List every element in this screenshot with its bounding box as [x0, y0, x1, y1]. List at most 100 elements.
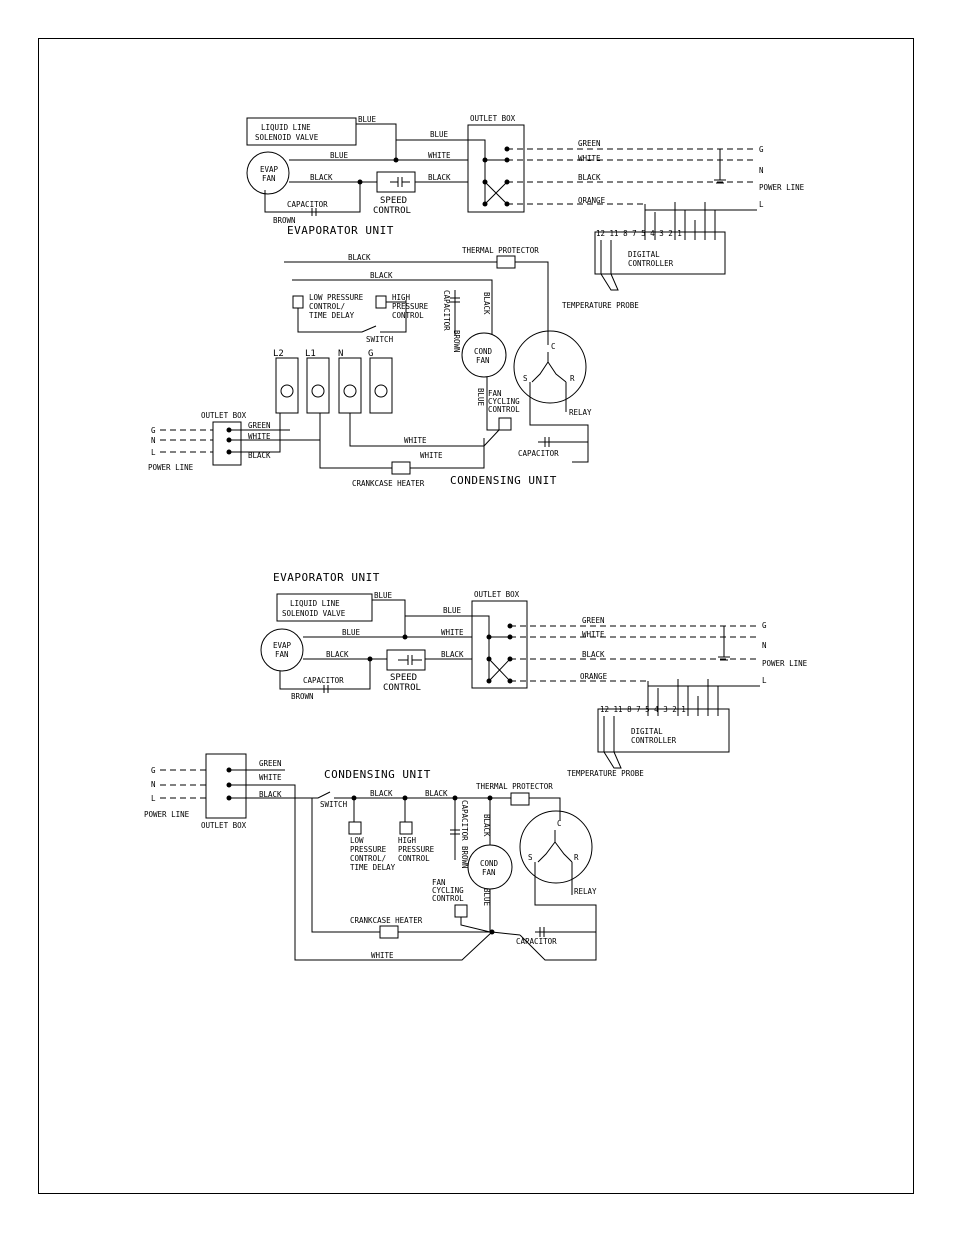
wire-outlet-to-unit-2: [229, 769, 493, 961]
power-n-label-2a: N: [762, 641, 767, 650]
low-pressure-label-2b: PRESSURE: [350, 845, 387, 854]
compressor-r-label-1: R: [570, 374, 575, 383]
wire-crankcase-heater-2: [311, 798, 492, 933]
wire-label-black-3: BLACK: [578, 173, 601, 182]
high-pressure-label-2b: PRESSURE: [398, 845, 435, 854]
page-border: [38, 38, 914, 1194]
wire-label-black-2: BLACK: [428, 173, 451, 182]
cond-fan-label-1a: COND: [474, 347, 493, 356]
thermal-protector-icon-2: [510, 792, 530, 806]
controller-label-1b: CONTROLLER: [628, 259, 674, 268]
wire-pressure-controls-2: [353, 798, 406, 822]
crankcase-heater-label-2: CRANKCASE HEATER: [350, 916, 423, 925]
wire-label-orange-1: ORANGE: [578, 196, 606, 205]
outlet-box-label-1: OUTLET BOX: [470, 114, 516, 123]
power-g-label-2a: G: [762, 621, 767, 630]
power-g-label: G: [759, 145, 764, 154]
evap-capacitor-icon-2: [323, 685, 329, 693]
solenoid-label-2: SOLENOID VALVE: [255, 133, 319, 142]
wire-switch-1: [297, 300, 407, 333]
low-pressure-label-2a: LOW: [350, 836, 364, 845]
cond-capacitor-icon-2: [450, 798, 460, 860]
outlet-box-evap: [467, 124, 525, 213]
wire-label-black-2b: BLACK: [441, 650, 464, 659]
relay-label-1: RELAY: [569, 408, 592, 417]
power-g-label-2: G: [151, 426, 156, 435]
wire-label-brown-1: BROWN: [273, 216, 296, 225]
outlet-internal-wiring-1: [468, 139, 508, 206]
wire-label-white-1: WHITE: [428, 151, 451, 160]
wire-label-black-6: BLACK: [482, 292, 491, 315]
wire-label-blue-2: BLUE: [430, 130, 449, 139]
compressor-r-label-2: R: [574, 853, 579, 862]
fan-cycling-label-1c: CONTROL: [488, 405, 520, 414]
controller-leads-2: [647, 679, 719, 716]
wire-label-black-5: BLACK: [370, 271, 393, 280]
wire-blue-solenoid: [356, 123, 397, 160]
low-pressure-label-1a: LOW PRESSURE: [309, 293, 364, 302]
switch-label-2: SWITCH: [320, 800, 348, 809]
controller-label-2b: CONTROLLER: [631, 736, 677, 745]
controller-label-1a: DIGITAL: [628, 250, 660, 259]
low-pressure-label-2c: CONTROL/: [350, 854, 386, 863]
switch-label-1: SWITCH: [366, 335, 394, 344]
wire-label-capacitor-3: CAPACITOR: [518, 449, 559, 458]
evap-fan-label-2b: FAN: [275, 650, 289, 659]
controller-label-2a: DIGITAL: [631, 727, 663, 736]
fan-cycling-control-icon-1: [498, 417, 512, 431]
wire-label-blue-3: BLUE: [330, 151, 349, 160]
power-n-label-2b: N: [151, 780, 156, 789]
condensing-unit-title-1: CONDENSING UNIT: [450, 474, 557, 487]
temperature-probe-icon-2: [603, 716, 622, 769]
controller-terminals-2: 12 11 8 7 5 4 3 2 1: [600, 705, 686, 714]
wire-label-black-2f: BLACK: [425, 789, 448, 798]
cond-fan-label-2a: COND: [480, 859, 499, 868]
ground-icon-1: [714, 149, 726, 184]
cond-fan-label-1b: FAN: [476, 356, 490, 365]
digital-controller-box-1: [594, 231, 726, 275]
run-capacitor-icon-2: [491, 927, 596, 937]
outlet-box-evap-2: [471, 600, 528, 689]
low-pressure-label-1b: CONTROL/: [309, 302, 345, 311]
wire-label-brown-2: BROWN: [452, 330, 461, 353]
wire-capacitor-loop-2: [279, 659, 371, 690]
ground-icon-2: [718, 626, 730, 661]
wire-label-green-1: GREEN: [578, 139, 601, 148]
high-pressure-label-2c: CONTROL: [398, 854, 430, 863]
wire-power-cond-1: [160, 429, 213, 453]
wire-label-white-4: WHITE: [404, 436, 427, 445]
speed-control-box-2: [386, 649, 426, 671]
high-pressure-label-1c: CONTROL: [392, 311, 424, 320]
wire-label-blue-2d: BLUE: [482, 888, 491, 907]
wire-label-black-2e: BLACK: [370, 789, 393, 798]
low-pressure-label-2d: TIME DELAY: [350, 863, 396, 872]
outlet-box-cond-2: [205, 753, 247, 819]
power-n-label: N: [759, 166, 764, 175]
wire-label-black-2c: BLACK: [582, 650, 605, 659]
power-line-label-2: POWER LINE: [148, 463, 194, 472]
wire-label-green-2: GREEN: [248, 421, 271, 430]
wire-label-white-2b: WHITE: [582, 630, 605, 639]
speed-control-capacitor-icon: [390, 177, 410, 187]
condensing-unit-title-2: CONDENSING UNIT: [324, 768, 431, 781]
compressor-icon-1: [513, 330, 587, 404]
wire-label-blue-2b: BLUE: [443, 606, 462, 615]
terminal-block-l1: [306, 357, 330, 414]
power-line-label-2b: POWER LINE: [144, 810, 190, 819]
wire-label-black-1: BLACK: [310, 173, 333, 182]
wire-label-white-3: WHITE: [248, 432, 271, 441]
diagram-2: EVAPORATOR UNIT LIQUID LINE SOLENOID VAL…: [144, 571, 808, 961]
wire-black-mid-1: [292, 279, 493, 335]
speed-control-label-2b: CONTROL: [383, 683, 421, 693]
wire-label-white-2d: WHITE: [371, 951, 394, 960]
outlet-internal-wiring-2: [472, 615, 511, 683]
wire-label-orange-2a: ORANGE: [580, 672, 608, 681]
compressor-windings-1: [531, 352, 567, 383]
wire-label-capacitor-2b: CAPACITOR: [460, 800, 469, 841]
wire-label-green-2a: GREEN: [582, 616, 605, 625]
wire-white-heater-1: [319, 413, 500, 469]
wire-black-top-2: [312, 791, 561, 820]
wire-label-capacitor-2a: CAPACITOR: [303, 676, 344, 685]
outlet-box-label-2: OUTLET BOX: [201, 411, 247, 420]
speed-control-capacitor-icon-2: [398, 655, 422, 665]
